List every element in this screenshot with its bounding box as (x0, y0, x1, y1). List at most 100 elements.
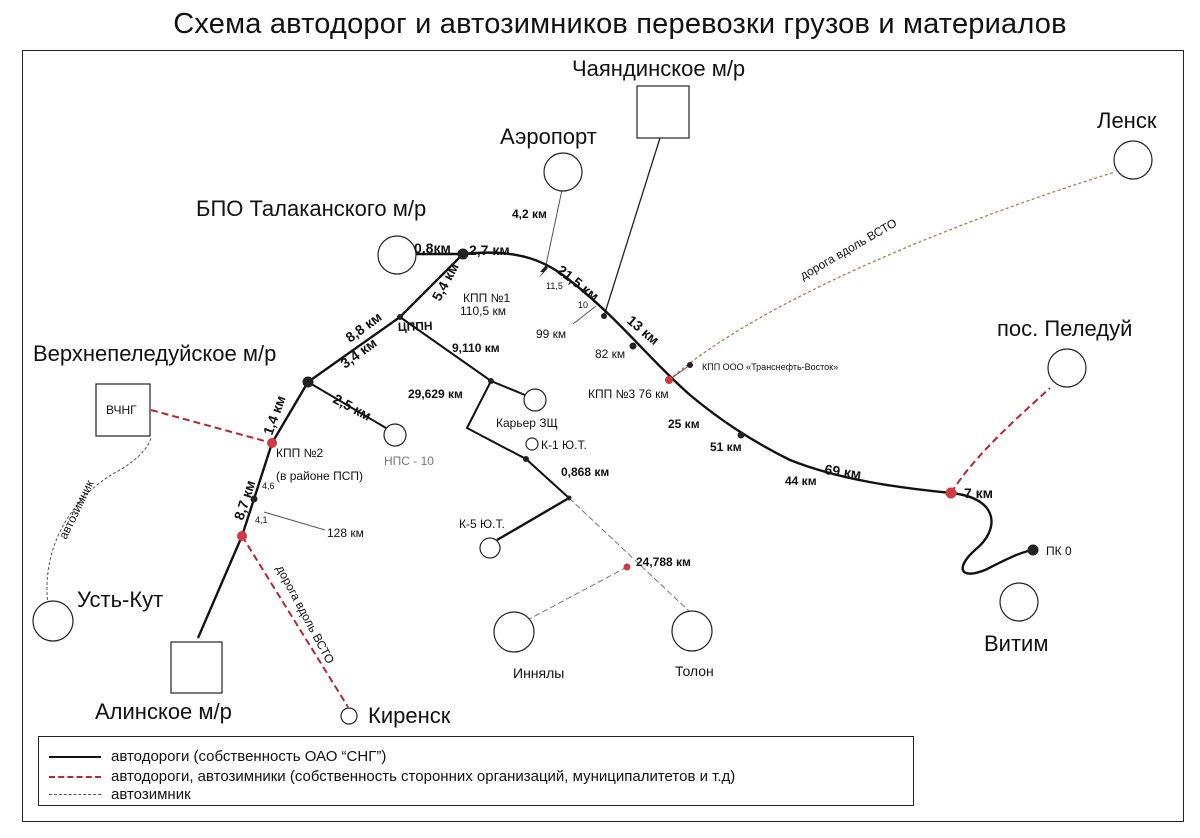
label-d-69: 69 км (824, 461, 863, 482)
node-82km (629, 342, 637, 350)
legend-line-red-dashed (49, 776, 101, 778)
vchng-square (95, 383, 151, 437)
node-pk0 (1027, 544, 1039, 556)
legend-line-solid (49, 756, 101, 758)
label-d-10: 10 (578, 300, 588, 310)
label-d-99: 99 км (536, 327, 566, 341)
node-51km (737, 431, 745, 439)
road-to-tspn (399, 253, 464, 318)
label-d-0-868: 0,868 км (561, 465, 609, 479)
alinskoe-square (170, 641, 223, 694)
legend-text-winter-road: автозимник (111, 786, 191, 803)
road-k1 (465, 380, 570, 499)
label-d-1-4: 1,4 км (260, 393, 289, 437)
road-nps10 (307, 381, 387, 429)
legend-text-third-party: автодороги, автозимники (собственность с… (111, 768, 736, 785)
node-karier-fork (488, 378, 494, 384)
label-kpp1-km: 110,5 км (460, 304, 506, 318)
connector-128km (263, 511, 326, 531)
label-peleduy: пос. Пеледуй (997, 316, 1132, 341)
chayanda-square (636, 85, 690, 139)
road-vsto-kirensk (241, 535, 349, 708)
legend-line-grey-dashed (49, 794, 101, 795)
checkpoint-24-788 (623, 563, 631, 571)
label-d-29-629: 29,629 км (408, 387, 463, 401)
node-transneft (687, 362, 693, 368)
node-verkh (302, 376, 314, 388)
label-d-4-6: 4,6 (262, 481, 275, 491)
legend-own-roads: автодороги (собственность ОАО “СНГ”) (39, 747, 913, 767)
label-chayanda: Чаяндинское м/р (572, 56, 745, 81)
airport-circle (543, 152, 583, 192)
tolon-circle (671, 610, 713, 652)
label-airport: Аэропорт (500, 124, 597, 149)
peleduy-circle (1047, 348, 1087, 388)
label-kpp3: КПП №3 76 км (588, 387, 669, 401)
label-vchng: ВЧНГ (106, 403, 137, 417)
node-k1 (523, 456, 529, 462)
legend-third-party-roads: автодороги, автозимники (собственность с… (39, 767, 913, 787)
node-km-4-6 (250, 495, 258, 503)
label-d-2-5: 2,5 км (331, 391, 374, 424)
k5-circle (479, 537, 501, 559)
road-vchng (150, 409, 273, 444)
road-tolon (568, 497, 691, 613)
road-main-east (462, 251, 1034, 575)
node-tspn (397, 314, 403, 320)
label-karier: Карьер ЗЩ (496, 416, 558, 430)
label-d-44: 44 км (785, 474, 817, 488)
label-k5: К-5 Ю.Т. (459, 517, 505, 531)
label-avtozimnik: автозимник (56, 477, 97, 541)
lensk-circle (1113, 140, 1153, 180)
label-kpp2: КПП №2 (276, 446, 323, 460)
road-vsto-lensk (668, 171, 1116, 381)
label-d-24-788: 24,788 км (636, 555, 691, 569)
label-lensk: Ленск (1097, 108, 1157, 133)
karier-circle (523, 388, 547, 412)
map-legend: автодороги (собственность ОАО “СНГ”) авт… (38, 736, 914, 806)
label-kirensk: Киренск (368, 703, 451, 728)
node-junction-bpo (457, 248, 469, 260)
label-pk0: ПК 0 (1046, 544, 1072, 558)
label-d-0-8: 0,8км (414, 240, 451, 256)
label-verkhnepeleduy: Верхнепеледуйское м/р (33, 341, 276, 366)
innyaly-circle (493, 611, 535, 653)
label-d-2-7: 2,7 км (469, 242, 510, 258)
legend-winter-road: автозимник (39, 785, 913, 805)
label-k1: К-1 Ю.Т. (541, 438, 587, 452)
ust-kut-circle (32, 600, 74, 642)
label-kpp1: КПП №1 (463, 291, 510, 305)
map-title: Схема автодорог и автозимников перевозки… (173, 8, 1067, 40)
checkpoint-kpp3 (665, 376, 673, 384)
road-innyaly (517, 566, 628, 626)
checkpoint-vsto-south (237, 531, 247, 541)
node-fork-0868 (566, 495, 572, 501)
label-d-51: 51 км (710, 440, 742, 454)
connector-airport (545, 189, 563, 266)
label-d-5-4: 5,4 км (429, 260, 462, 303)
kpp1-arrow-icon (539, 265, 548, 278)
label-d-25: 25 км (668, 417, 700, 431)
label-bpo: БПО Талаканского м/р (196, 196, 426, 221)
connector-chayanda (603, 137, 661, 317)
label-tolon: Толон (675, 663, 714, 679)
label-d-7: 7 км (964, 485, 993, 501)
label-d-82: 82 км (595, 347, 625, 361)
label-d-4-2: 4,2 км (512, 207, 547, 221)
road-k5 (496, 496, 570, 542)
winter-road-ust-kut (46, 436, 152, 606)
bpo-circle (377, 235, 417, 275)
label-vitim: Витим (984, 631, 1048, 656)
k1-circle (525, 437, 539, 451)
connector-99km (572, 305, 597, 325)
label-innyaly: Иннялы (513, 665, 564, 681)
nps10-circle (383, 423, 407, 447)
legend-text-own-roads: автодороги (собственность ОАО “СНГ”) (111, 748, 387, 765)
label-d-4-1: 4,1 (255, 515, 268, 525)
node-99km (601, 313, 607, 319)
label-d-9-110: 9,110 км (452, 341, 500, 355)
map-frame (22, 50, 1184, 822)
checkpoint-vitim-road (945, 487, 957, 499)
label-kpp2-note: (в районе ПСП) (276, 469, 363, 483)
